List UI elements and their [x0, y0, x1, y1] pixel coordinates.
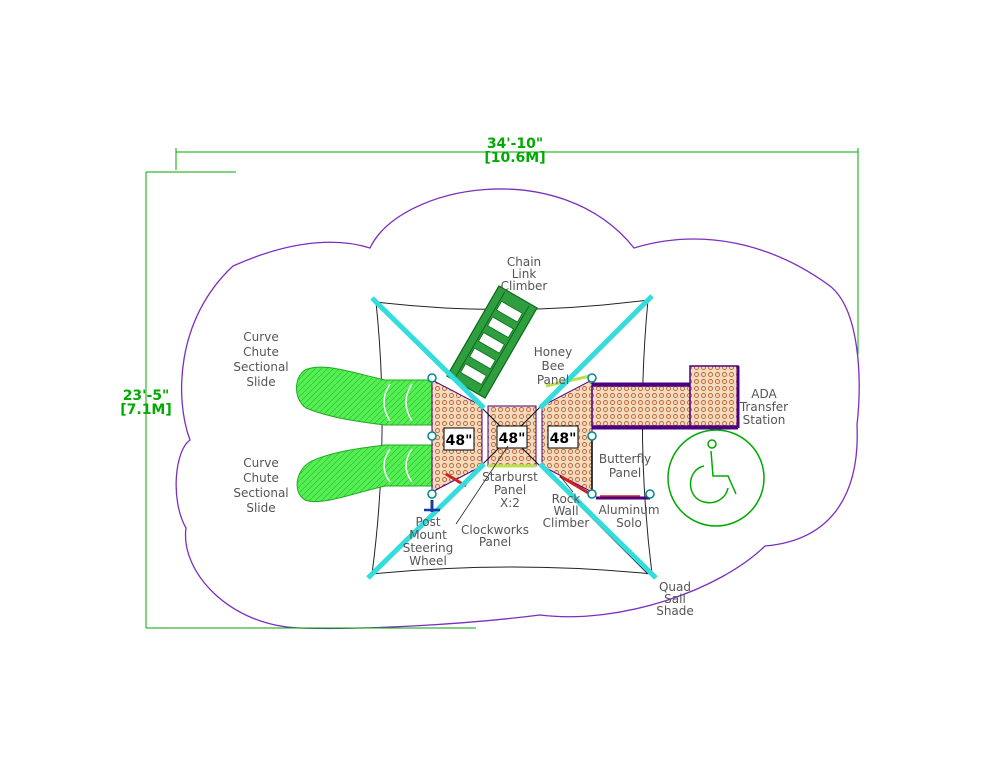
svg-text:48": 48"	[446, 433, 473, 449]
svg-text:Honey: Honey	[534, 345, 572, 359]
label-starburst-panel: Starburst Panel X:2	[482, 470, 538, 510]
rock-wall-climber	[559, 474, 591, 496]
leader-lines	[455, 445, 574, 525]
svg-text:Station: Station	[743, 413, 786, 427]
svg-text:Shade: Shade	[656, 604, 694, 618]
svg-text:Panel: Panel	[537, 373, 569, 387]
deck-height-left: 48"	[443, 427, 475, 451]
svg-text:Link: Link	[512, 267, 537, 281]
width-m-label: [10.6M]	[484, 150, 545, 166]
label-ada-transfer-station: ADA Transfer Station	[739, 387, 788, 427]
svg-text:Rock: Rock	[552, 492, 581, 506]
label-honey-bee-panel: Honey Bee Panel	[534, 345, 572, 387]
svg-text:Transfer: Transfer	[739, 400, 788, 414]
steering-wheel	[424, 500, 440, 512]
svg-text:Butterfly: Butterfly	[599, 452, 651, 466]
svg-text:Chain: Chain	[507, 255, 541, 269]
svg-text:Quad: Quad	[659, 580, 691, 594]
svg-text:Starburst: Starburst	[482, 470, 538, 484]
width-dimension: 34'-10" [10.6M]	[175, 136, 859, 355]
curve-chute-slide-top	[296, 366, 433, 426]
deck-posts	[427, 373, 655, 499]
svg-text:Post: Post	[415, 515, 440, 529]
height-ft-label: 23'-5"	[123, 388, 170, 404]
svg-text:Mount: Mount	[409, 528, 447, 542]
svg-text:Chute: Chute	[243, 345, 279, 359]
svg-text:Panel: Panel	[609, 466, 641, 480]
svg-text:Curve: Curve	[243, 456, 278, 470]
height-m-label: [7.1M]	[120, 402, 172, 418]
deck-height-center: 48"	[496, 425, 528, 449]
wheelchair-accessibility-icon	[667, 429, 765, 527]
svg-text:Panel: Panel	[479, 535, 511, 549]
svg-text:X:2: X:2	[500, 496, 520, 510]
svg-text:Sail: Sail	[664, 592, 686, 606]
height-dimension: 23'-5" [7.1M]	[120, 171, 476, 629]
sail-shade-posts	[366, 294, 658, 580]
svg-text:ADA: ADA	[751, 387, 777, 401]
svg-text:Sectional: Sectional	[233, 486, 288, 500]
label-aluminum-solo: Aluminum Solo	[598, 503, 659, 530]
svg-text:Chute: Chute	[243, 471, 279, 485]
label-clockworks-panel: Clockworks Panel	[461, 523, 529, 549]
label-chain-link-climber: Chain Link Climber	[501, 255, 548, 293]
svg-text:Curve: Curve	[243, 330, 278, 344]
svg-text:Climber: Climber	[501, 279, 548, 293]
svg-text:Clockworks: Clockworks	[461, 523, 529, 537]
svg-text:Climber: Climber	[543, 516, 590, 530]
svg-text:48": 48"	[550, 431, 577, 447]
label-curve-chute-slide-bottom: Curve Chute Sectional Slide	[233, 456, 288, 515]
label-butterfly-panel: Butterfly Panel	[599, 452, 651, 480]
svg-text:Slide: Slide	[246, 375, 275, 389]
svg-text:Wall: Wall	[553, 504, 578, 518]
svg-text:Slide: Slide	[246, 501, 275, 515]
label-rock-wall-climber: Rock Wall Climber	[543, 492, 590, 530]
svg-text:Steering: Steering	[403, 541, 454, 555]
svg-text:Solo: Solo	[616, 516, 642, 530]
svg-text:Wheel: Wheel	[409, 554, 447, 568]
label-post-mount-steering-wheel: Post Mount Steering Wheel	[403, 515, 454, 568]
curve-chute-slide-bottom	[296, 444, 433, 503]
transfer-walkway	[591, 385, 693, 427]
ada-transfer-station-platform	[689, 365, 739, 427]
chain-link-climber	[446, 285, 538, 399]
svg-text:Panel: Panel	[494, 483, 526, 497]
deck-height-right: 48"	[547, 425, 579, 449]
svg-text:Aluminum: Aluminum	[598, 503, 659, 517]
svg-text:Bee: Bee	[542, 359, 565, 373]
label-curve-chute-slide-top: Curve Chute Sectional Slide	[233, 330, 288, 389]
svg-text:48": 48"	[499, 431, 526, 447]
use-zone-boundary	[175, 188, 860, 630]
svg-text:Sectional: Sectional	[233, 360, 288, 374]
width-ft-label: 34'-10"	[487, 136, 543, 152]
label-quad-sail-shade: Quad Sail Shade	[656, 580, 694, 618]
